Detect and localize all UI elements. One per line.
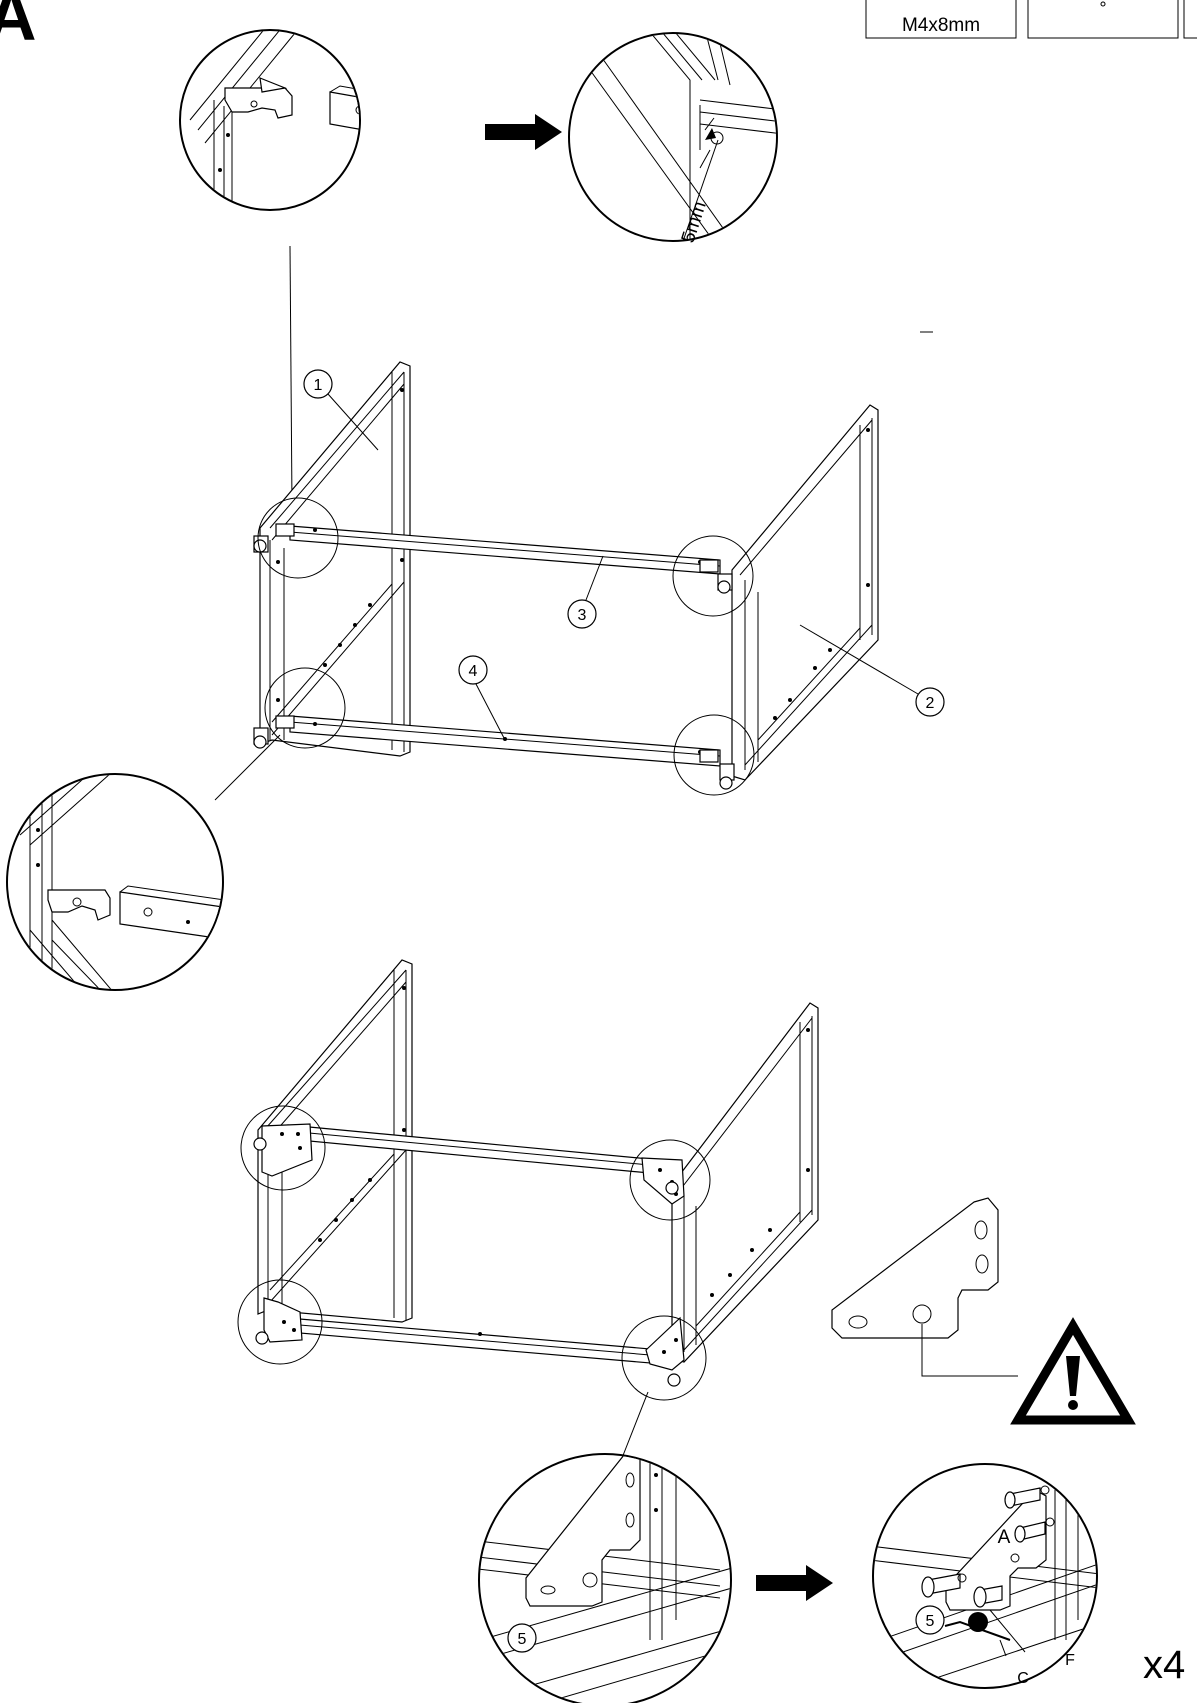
callout-2: 2	[799, 624, 945, 717]
svg-text:2: 2	[926, 695, 935, 712]
step-letter: A	[0, 0, 37, 55]
dimension-label: 5mm	[678, 199, 711, 246]
warning-triangle-icon	[1010, 1317, 1136, 1425]
frame-assembly-1	[253, 361, 879, 796]
detail-circle-plate-after: 5 A F C	[872, 1463, 1098, 1689]
callout-5-before: 5	[518, 1631, 527, 1648]
frame-assembly-2	[237, 959, 819, 1401]
detail-letter-a: A	[998, 1527, 1011, 1548]
svg-text:3: 3	[578, 607, 587, 624]
detail-circle-connector-left	[6, 773, 224, 991]
corner-plate-part	[831, 1197, 1018, 1377]
leader-line-left	[214, 734, 281, 801]
detail-circle-gap: 5mm	[568, 32, 778, 246]
detail-circle-connector-before	[179, 29, 361, 211]
callout-3: 3	[567, 555, 604, 629]
svg-text:1: 1	[314, 377, 323, 394]
tool-label-f: F	[1065, 1652, 1075, 1669]
right-arrow-icon	[485, 114, 562, 150]
hardware-box-1: M4x8mm	[865, 0, 1017, 39]
hardware-box-2	[1027, 0, 1179, 39]
repeat-count: x4	[1143, 1643, 1185, 1687]
tool-label-c: C	[1017, 1670, 1029, 1687]
callout-4: 4	[458, 655, 505, 739]
right-arrow-icon-2	[756, 1565, 833, 1601]
hardware-box-1-label: M4x8mm	[902, 15, 980, 36]
callout-5-after: 5	[926, 1613, 935, 1630]
hardware-box-3	[1183, 0, 1197, 39]
leader-line-bottom	[621, 1391, 649, 1459]
leader-line-top	[289, 245, 293, 506]
svg-text:4: 4	[469, 663, 478, 680]
callout-1: 1	[303, 369, 379, 451]
detail-circle-plate-before: 5	[478, 1453, 732, 1703]
